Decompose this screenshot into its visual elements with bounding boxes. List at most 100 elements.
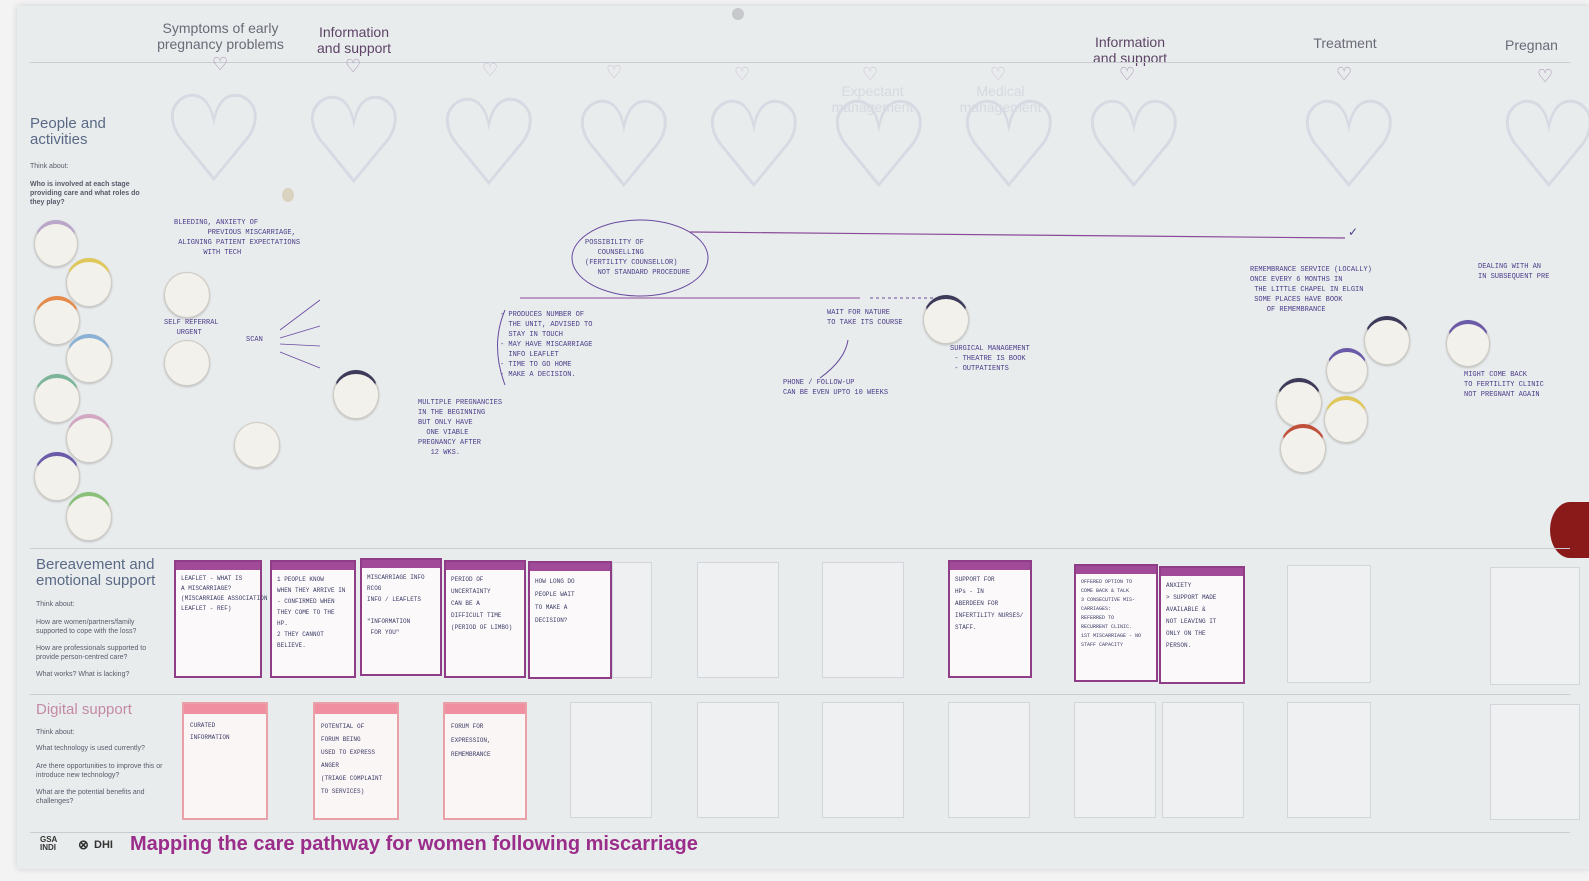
empty-card-slot (948, 702, 1030, 818)
poster-title: Mapping the care pathway for women follo… (130, 833, 698, 855)
avatar (923, 295, 969, 344)
bereavement-card: HOW LONG DO PEOPLE WAIT TO MAKE A DECISI… (528, 561, 612, 679)
faint-heart-icon: ♡ (955, 79, 1063, 213)
empty-card-slot (570, 702, 652, 818)
heart-icon: ♡ (1119, 64, 1136, 84)
note-wait-nature: WAIT FOR NATURE TO TAKE ITS COURSE (827, 309, 903, 327)
digital-think: Think about: (36, 729, 75, 736)
people-row-question: Who is involved at each stage providing … (30, 181, 140, 206)
note-phone-follow-up: PHONE / FOLLOW-UP CAN BE EVEN UPTO 10 WE… (783, 379, 889, 397)
top-arrow (689, 231, 1346, 239)
card-text: POTENTIAL OF FORUM BEING USED TO EXPRESS… (321, 723, 383, 795)
empty-card-slot (697, 702, 779, 818)
digital-q1: What technology is used currently? (36, 745, 145, 752)
bereavement-q1: How are women/partners/family supported … (36, 619, 137, 635)
note-surgical: SURGICAL MANAGEMENT - THEATRE IS BOOK - … (950, 345, 1030, 373)
bereavement-q2: How are professionals supported to provi… (36, 645, 147, 661)
empty-card-slot (1287, 702, 1371, 818)
stage-information-support-1: Information and support (317, 24, 391, 56)
avatar (1280, 424, 1326, 473)
faint-heart-icon: ♡ (700, 79, 808, 213)
avatar (1326, 348, 1368, 393)
empty-card-slot (697, 562, 779, 678)
heart-icon: ♡ (734, 64, 751, 84)
gsa-logo: GSA INDI (40, 835, 58, 852)
counselling-ellipse (571, 219, 709, 297)
bereavement-card: ANXIETY > SUPPORT MADE AVAILABLE & NOT L… (1159, 566, 1245, 684)
note-fertility-clinic: MIGHT COME BACK TO FERTILITY CLINIC NOT … (1464, 371, 1544, 399)
faint-heart-icon: ♡ (1080, 79, 1188, 213)
avatar (1446, 320, 1490, 367)
card-text: HOW LONG DO PEOPLE WAIT TO MAKE A DECISI… (535, 578, 575, 624)
digital-card: POTENTIAL OF FORUM BEING USED TO EXPRESS… (313, 702, 399, 820)
digital-card: CURATED INFORMATION (182, 702, 268, 820)
tick-icon: ✓ (1348, 226, 1359, 240)
heart-icon: ♡ (1336, 64, 1353, 84)
people-row-think: Think about: (30, 163, 69, 170)
stage-medical-management: Medical management (959, 83, 1042, 115)
bereavement-card: OFFERED OPTION TO COME BACK & TALK 3 CON… (1074, 564, 1158, 682)
heart-icon: ♡ (482, 60, 499, 80)
card-text: LEAFLET - WHAT IS A MISCARRIAGE? (MISCAR… (181, 575, 268, 612)
row-divider (30, 832, 1570, 833)
heart-icon: ♡ (990, 64, 1007, 84)
pin-icon (732, 8, 744, 20)
heart-icon: ♡ (1537, 66, 1554, 86)
stage-pregnancy: Pregnan (1505, 37, 1558, 53)
heart-icon: ♡ (862, 64, 879, 84)
bereavement-row-title: Bereavement and emotional support (36, 556, 156, 589)
follow-up-arrow (819, 339, 849, 379)
note-counselling: POSSIBILITY OF COUNSELLING (FERTILITY CO… (585, 239, 691, 277)
avatar (66, 334, 112, 383)
note-self-referral: SELF REFERRAL URGENT (164, 319, 219, 337)
avatar (34, 220, 78, 267)
empty-card-slot (1162, 702, 1244, 818)
faint-heart-icon: ♡ (1295, 79, 1403, 213)
faint-heart-icon: ♡ (435, 77, 543, 211)
avatar (34, 374, 80, 423)
avatar (333, 370, 379, 419)
faint-heart-icon: ♡ (160, 73, 268, 207)
digital-row-title: Digital support (36, 701, 132, 718)
avatar (66, 414, 112, 463)
avatar (164, 340, 210, 386)
note-scan: SCAN (246, 336, 263, 344)
dhi-logo-icon: ⊗ (78, 837, 89, 852)
faint-heart-icon: ♡ (825, 79, 933, 213)
bereavement-q3: What works? What is lacking? (36, 671, 130, 678)
people-row-title: People and activities (30, 115, 106, 148)
stage-treatment: Treatment (1313, 35, 1377, 51)
stage-expectant-management: Expectant management (831, 83, 914, 115)
heart-icon: ♡ (345, 56, 362, 76)
avatar (234, 422, 280, 468)
card-text: OFFERED OPTION TO COME BACK & TALK 3 CON… (1081, 579, 1142, 648)
empty-card-slot (822, 562, 904, 678)
row-divider (30, 694, 1570, 695)
card-text: PERIOD OF UNCERTAINTY CAN BE A DIFFICULT… (451, 576, 513, 631)
heart-icon: ♡ (606, 62, 623, 82)
avatar (1276, 378, 1322, 427)
faint-heart-icon: ♡ (1495, 79, 1589, 213)
bereavement-think: Think about: (36, 601, 75, 608)
card-text: MISCARRIAGE INFO RCOG INFO / LEAFLETS "I… (367, 574, 425, 636)
avatar (1324, 396, 1368, 443)
faint-heart-icon: ♡ (570, 79, 678, 213)
card-text: ANXIETY > SUPPORT MADE AVAILABLE & NOT L… (1166, 582, 1217, 649)
dhi-logo: DHI (94, 839, 113, 851)
bereavement-card: MISCARRIAGE INFO RCOG INFO / LEAFLETS "I… (360, 558, 442, 676)
card-text: CURATED INFORMATION (190, 722, 230, 741)
avatar (66, 258, 112, 307)
empty-card-slot (822, 702, 904, 818)
avatar (34, 452, 80, 501)
bereavement-card: 1 PEOPLE KNOW WHEN THEY ARRIVE IN - CONF… (270, 560, 356, 678)
pin-icon (282, 188, 294, 202)
bereavement-card: PERIOD OF UNCERTAINTY CAN BE A DIFFICULT… (444, 560, 526, 678)
note-unit-number: - PRODUCES NUMBER OF THE UNIT, ADVISED T… (500, 311, 593, 379)
card-text: FORUM FOR EXPRESSION, REMEMBRANCE (451, 723, 491, 758)
digital-q2: Are there opportunities to improve this … (36, 763, 163, 779)
heart-icon: ♡ (212, 54, 229, 74)
scan-branch (279, 299, 321, 369)
row-divider (30, 548, 1570, 549)
avatar (66, 492, 112, 541)
